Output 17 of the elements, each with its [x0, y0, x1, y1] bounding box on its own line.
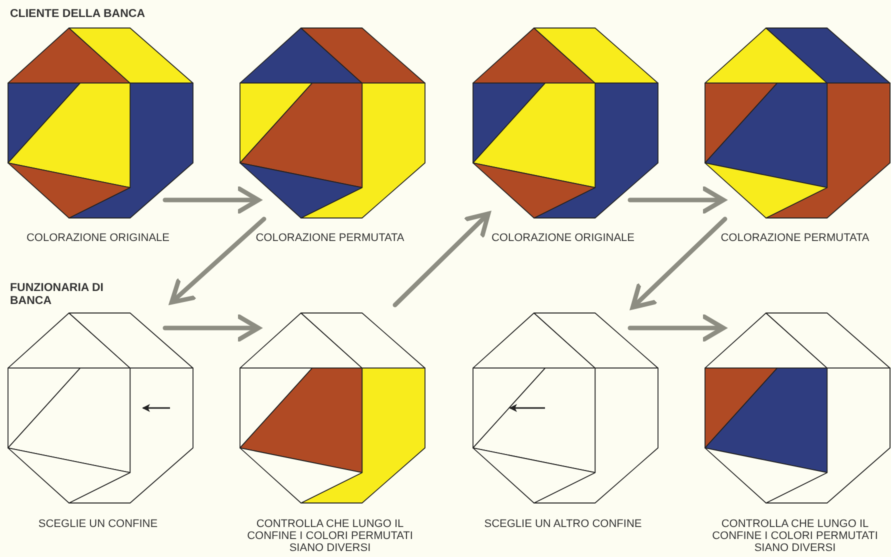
role-heading: FUNZIONARIA DI BANCA — [10, 282, 104, 308]
node-label: SCEGLIE UN CONFINE — [37, 518, 159, 530]
node-label: COLORAZIONE ORIGINALE — [25, 232, 171, 244]
node-label: COLORAZIONE PERMUTATA — [720, 232, 870, 244]
arrow — [628, 186, 726, 214]
node-label: SCEGLIE UN ALTRO CONFINE — [483, 518, 643, 530]
arrow — [630, 216, 728, 310]
arrow — [392, 211, 491, 308]
node-label: CONTROLLA CHE LUNGO IL CONFINE I COLORI PERMUTATI SIANO DIVERSI — [246, 518, 414, 554]
node-label: COLORAZIONE PERMUTATA — [254, 232, 406, 244]
arrow — [628, 314, 726, 342]
arrow — [162, 186, 261, 214]
node-label: COLORAZIONE ORIGINALE — [490, 232, 636, 244]
arrow — [162, 314, 261, 342]
node-label: CONTROLLA CHE LUNGO IL CONFINE I COLORI PERMUTATI SIANO DIVERSI — [711, 518, 879, 554]
arrow — [169, 216, 266, 305]
role-heading: CLIENTE DELLA BANCA — [10, 8, 146, 21]
